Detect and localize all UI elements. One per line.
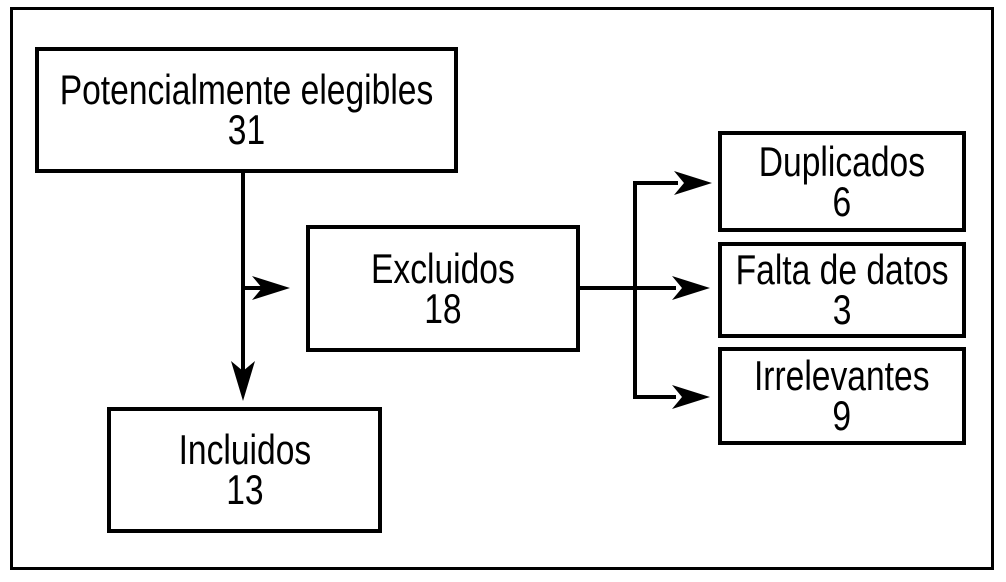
node-falta-de-datos-value: 3: [832, 286, 852, 333]
node-falta-de-datos: Falta de datos 3: [718, 242, 966, 338]
node-duplicados-label: Duplicados: [758, 137, 926, 185]
arrowhead-irrelevantes: [672, 385, 710, 409]
node-excluidos-label: Excluidos: [371, 244, 515, 292]
node-potencialmente-elegibles: Potencialmente elegibles 31: [35, 47, 458, 173]
node-incluidos-label: Incluidos: [178, 426, 311, 473]
node-excluidos: Excluidos 18: [306, 225, 580, 352]
node-excluidos-value: 18: [424, 284, 462, 332]
node-incluidos: Incluidos 13: [107, 407, 382, 533]
arrowhead-duplicados: [674, 171, 712, 195]
arrowhead-incluidos: [231, 361, 255, 401]
arrowhead-falta-de-datos: [672, 276, 710, 300]
node-irrelevantes-value: 9: [832, 392, 852, 439]
node-duplicados: Duplicados 6: [718, 131, 966, 232]
node-irrelevantes-label: Irrelevantes: [754, 352, 930, 399]
node-incluidos-value: 13: [225, 466, 264, 513]
node-falta-de-datos-label: Falta de datos: [735, 246, 949, 293]
arrowhead-excluidos: [252, 276, 290, 300]
node-potencialmente-elegibles-value: 31: [227, 106, 266, 153]
diagram-border: [10, 7, 994, 570]
node-irrelevantes: Irrelevantes 9: [718, 347, 966, 445]
node-potencialmente-elegibles-label: Potencialmente elegibles: [59, 66, 434, 113]
node-duplicados-value: 6: [832, 177, 852, 225]
